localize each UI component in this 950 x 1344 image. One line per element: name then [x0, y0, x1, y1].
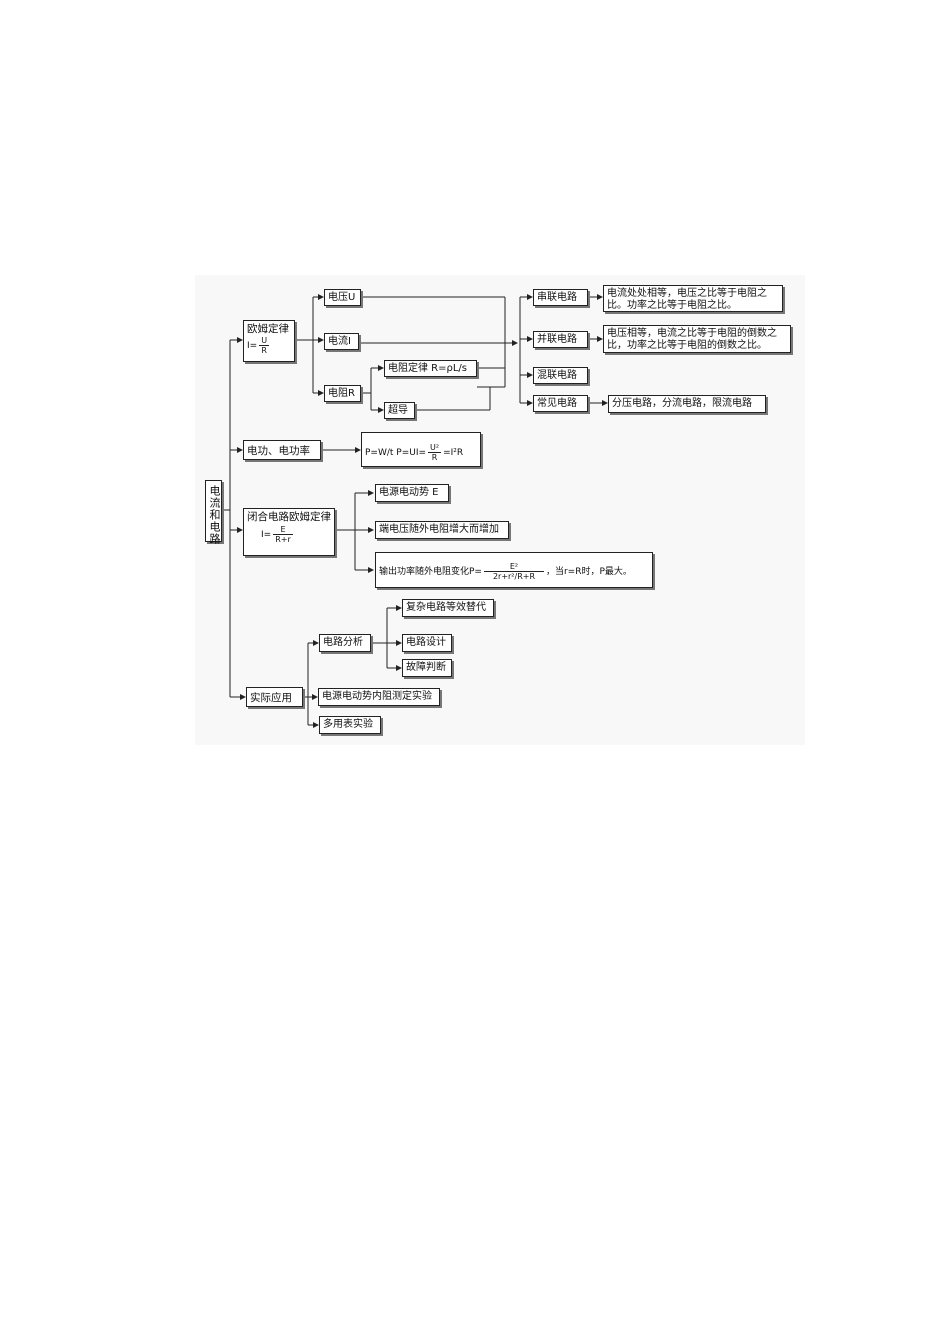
common-circuit-node: 常见电路	[533, 395, 588, 412]
multimeter-experiment-node: 多用表实验	[319, 716, 381, 734]
terminal-voltage-node: 端电压随外电阻增大而增加	[375, 521, 509, 539]
ohm-formula-den: R	[261, 346, 267, 355]
closed-circuit-title: 闭合电路欧姆定律	[247, 511, 331, 523]
power-formula-part2: =I²R	[443, 448, 464, 458]
parallel-note: 电压相等，电流之比等于电阻的倒数之比，功率之比等于电阻的倒数之比。	[603, 325, 791, 353]
output-power-prefix: 输出功率随外电阻变化P=	[379, 567, 482, 577]
current-node: 电流I	[324, 333, 359, 350]
fault-diagnosis-node: 故障判断	[402, 659, 452, 677]
closed-formula-num: E	[273, 525, 293, 535]
output-power-den: 2r+r²/R+R	[492, 572, 536, 581]
emf-node: 电源电动势 E	[375, 484, 449, 502]
power-formula-den: R	[431, 453, 438, 462]
voltage-node: 电压U	[324, 289, 361, 306]
output-power-num: E²	[483, 562, 544, 572]
ohm-formula-num: U	[259, 336, 270, 346]
series-circuit-node: 串联电路	[533, 289, 588, 306]
common-circuit-note: 分压电路，分流电路，限流电路	[608, 395, 766, 413]
series-note: 电流处处相等，电压之比等于电阻之比。功率之比等于电阻之比。	[603, 285, 783, 312]
superconductor-node: 超导	[384, 402, 415, 419]
ohm-formula-lhs: I=	[247, 341, 258, 351]
emf-experiment-node: 电源电动势内阻测定实验	[318, 688, 440, 706]
closed-formula-den: R+r	[275, 535, 291, 544]
resistance-node: 电阻R	[324, 385, 361, 402]
closed-formula-lhs: I=	[261, 530, 272, 540]
root-node: 电流和电路	[205, 480, 222, 545]
power-node: 电功、电功率	[243, 440, 321, 460]
mixed-circuit-node: 混联电路	[533, 367, 588, 384]
ohm-law-title: 欧姆定律	[247, 323, 289, 335]
connector-lines	[220, 294, 608, 728]
resistance-law-node: 电阻定律 R=ρL/s	[384, 360, 477, 377]
power-formula-part1: P=W/t P=UI=	[365, 448, 427, 458]
circuit-design-node: 电路设计	[402, 634, 452, 652]
equivalent-circuit-node: 复杂电路等效替代	[402, 599, 494, 617]
power-formula-num: U²	[428, 443, 442, 453]
application-node: 实际应用	[246, 687, 303, 707]
circuit-analysis-node: 电路分析	[319, 634, 371, 652]
parallel-circuit-node: 并联电路	[533, 331, 588, 348]
output-power-suffix: ，当r=R时，P最大。	[545, 567, 632, 577]
